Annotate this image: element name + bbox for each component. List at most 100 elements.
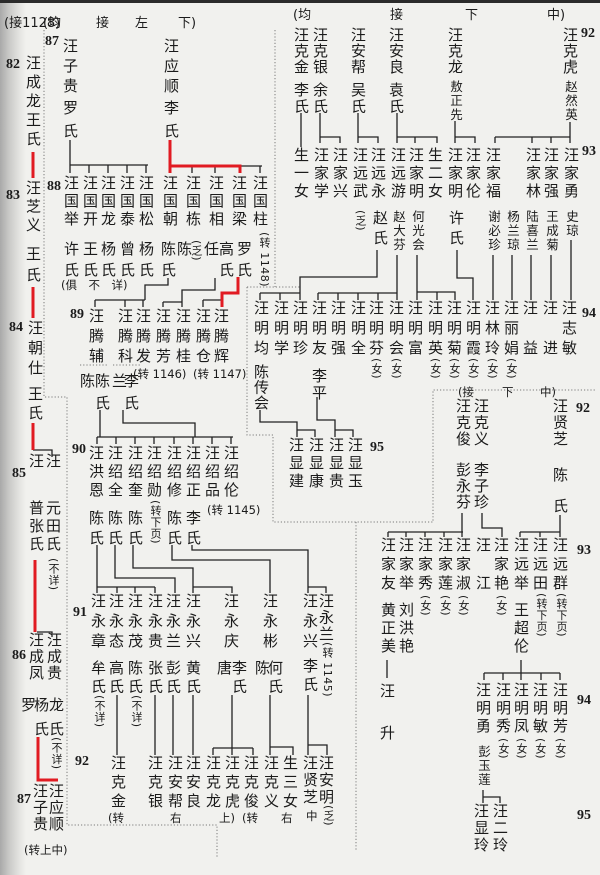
person-name: 汪明勇 bbox=[474, 682, 492, 736]
cross-reference-note: (转 1146) bbox=[133, 367, 187, 381]
person-name: 汪显贵 bbox=[327, 437, 345, 491]
ancestor-name: 汪成龙王氏 bbox=[24, 55, 42, 150]
person-name: 汪应顺 bbox=[162, 38, 180, 98]
person-name: 汪明强 bbox=[329, 300, 347, 360]
generation-number: 92 bbox=[75, 754, 89, 769]
female-note: (女) bbox=[390, 358, 403, 380]
spouse-name: 李氏 bbox=[301, 658, 319, 695]
person-name: 汪绍全 bbox=[106, 445, 124, 501]
ancestor-name: 汪元 bbox=[44, 453, 62, 547]
spouse-name: 谢必珍 bbox=[486, 210, 501, 252]
ancestor-name: 汪芝义 bbox=[24, 180, 42, 236]
person-name: 汪家明 bbox=[446, 147, 464, 201]
person-name: 汪明均 bbox=[252, 300, 270, 360]
person-name: 汪贤芝 bbox=[551, 398, 569, 448]
spouse-name: 王成菊 bbox=[544, 210, 559, 252]
ancestor-name: 汪成凤 bbox=[27, 632, 45, 682]
right-bottom-note-part: 中) bbox=[540, 385, 556, 399]
female-note: (女) bbox=[457, 595, 470, 617]
person-name: 汪明学 bbox=[272, 300, 290, 360]
person-name: 汪家福 bbox=[484, 147, 502, 201]
spouse-name: 陈氏 bbox=[165, 510, 183, 550]
person-name: 汪国柱 bbox=[251, 175, 269, 229]
person-name: 汪明会 bbox=[387, 300, 405, 360]
person-name: 汪家秀 bbox=[416, 537, 434, 594]
person-name: 汪克虎 bbox=[223, 755, 241, 812]
person-name: 汪永庆 bbox=[222, 593, 240, 653]
person-name: 汪家勇 bbox=[562, 147, 580, 201]
unknown-note: (不详) bbox=[50, 737, 63, 770]
cross-reference-note: 上) bbox=[219, 811, 235, 825]
person-name: 汪腾仓 bbox=[194, 308, 212, 368]
generation-number: 94 bbox=[577, 693, 591, 708]
generation-number: 93 bbox=[577, 543, 591, 558]
spouse-name: 李氏 bbox=[122, 373, 140, 417]
spouse-name: 敖正先 bbox=[448, 80, 463, 122]
spouse-name: 彭氏 bbox=[164, 660, 182, 697]
person-name: 汪安良 bbox=[387, 27, 405, 75]
person-name: 汪绍奎 bbox=[126, 445, 144, 501]
person-name: 汪家兴 bbox=[331, 147, 349, 201]
ancestor-spouse: 王氏 bbox=[24, 246, 42, 288]
person-name: 汪明富 bbox=[406, 300, 424, 360]
top-rule bbox=[0, 0, 600, 3]
generation-number: 87 bbox=[17, 792, 31, 807]
spouse-name: 李平 bbox=[310, 368, 328, 402]
person-name: 汪克义 bbox=[262, 755, 280, 812]
person-name: 汪明英 bbox=[426, 300, 444, 360]
page-binding-shadow bbox=[0, 0, 26, 875]
person-name: 汪家淑 bbox=[454, 537, 472, 594]
female-note: (女) bbox=[370, 358, 383, 380]
person-name: 汪永态 bbox=[107, 593, 125, 653]
female-note: (女) bbox=[419, 595, 432, 617]
right-top-note-part: 接 bbox=[390, 8, 404, 23]
person-name: 汪安明 bbox=[317, 755, 335, 806]
person-name: 汪远群 bbox=[551, 537, 569, 594]
spouse-name: 陈 bbox=[253, 660, 271, 678]
person-name: 生三女 bbox=[281, 755, 299, 812]
lineage-connector-lines bbox=[33, 113, 572, 803]
spouse-name: 陈氏 bbox=[106, 510, 124, 550]
generation-number: 93 bbox=[582, 144, 596, 159]
female-note: (女) bbox=[515, 738, 528, 760]
left-tree-note-part: 接 bbox=[96, 16, 110, 31]
person-name: 汪进 bbox=[541, 300, 559, 380]
spouse-name: 兰 bbox=[110, 373, 128, 391]
person-name: 汪绍品 bbox=[203, 445, 221, 501]
generation-number: 87 bbox=[45, 34, 59, 49]
spouse-name: 袁氏 bbox=[387, 82, 405, 115]
person-name: 汪永兴 bbox=[301, 593, 319, 653]
spouse-name: 史琼 bbox=[564, 210, 579, 238]
person-name: 汪安良 bbox=[184, 755, 202, 812]
spouse-name: 许氏 bbox=[62, 241, 80, 283]
person-name: 汪二玲 bbox=[491, 803, 509, 854]
spouse-name: 李子珍 bbox=[472, 462, 490, 510]
person-name: 汪国开 bbox=[81, 175, 99, 229]
spouse-name: 彭永芬 bbox=[454, 462, 472, 510]
spouse-name: 黄正美 bbox=[379, 602, 397, 656]
person-name: 汪明敏 bbox=[531, 682, 549, 736]
person-name: 汪克银 bbox=[311, 27, 329, 75]
unknown-note: (不详) bbox=[130, 695, 143, 728]
spouse-name: 赵然英 bbox=[563, 80, 578, 122]
ancestor-spouse: 张氏 bbox=[27, 518, 45, 554]
generation-number: 86 bbox=[12, 648, 26, 663]
cross-reference-note: (转 1145) bbox=[321, 642, 334, 698]
no-heir-note: (乏) bbox=[322, 805, 335, 827]
person-name: 汪远游 bbox=[389, 147, 407, 201]
generation-number: 92 bbox=[581, 26, 595, 41]
ancestor-name: 汪子贵 bbox=[31, 783, 49, 833]
cross-reference-note: 中 bbox=[306, 809, 318, 823]
spouse-name: 陈氏 bbox=[551, 467, 569, 529]
person-name: 汪永彬 bbox=[261, 593, 279, 653]
person-name: 汪永兴 bbox=[184, 593, 202, 653]
person-name: 汪国举 bbox=[62, 175, 80, 229]
spouse-name: 陈 bbox=[175, 241, 193, 259]
person-name: 汪明芬 bbox=[367, 300, 385, 360]
spouse-name: 陈氏 bbox=[87, 510, 105, 550]
spouse-name: 唐 bbox=[215, 660, 233, 678]
person-name: 汪永兰 bbox=[164, 593, 182, 653]
person-name: 汪明菊 bbox=[445, 300, 463, 360]
spouse-name: 王氏 bbox=[81, 241, 99, 283]
